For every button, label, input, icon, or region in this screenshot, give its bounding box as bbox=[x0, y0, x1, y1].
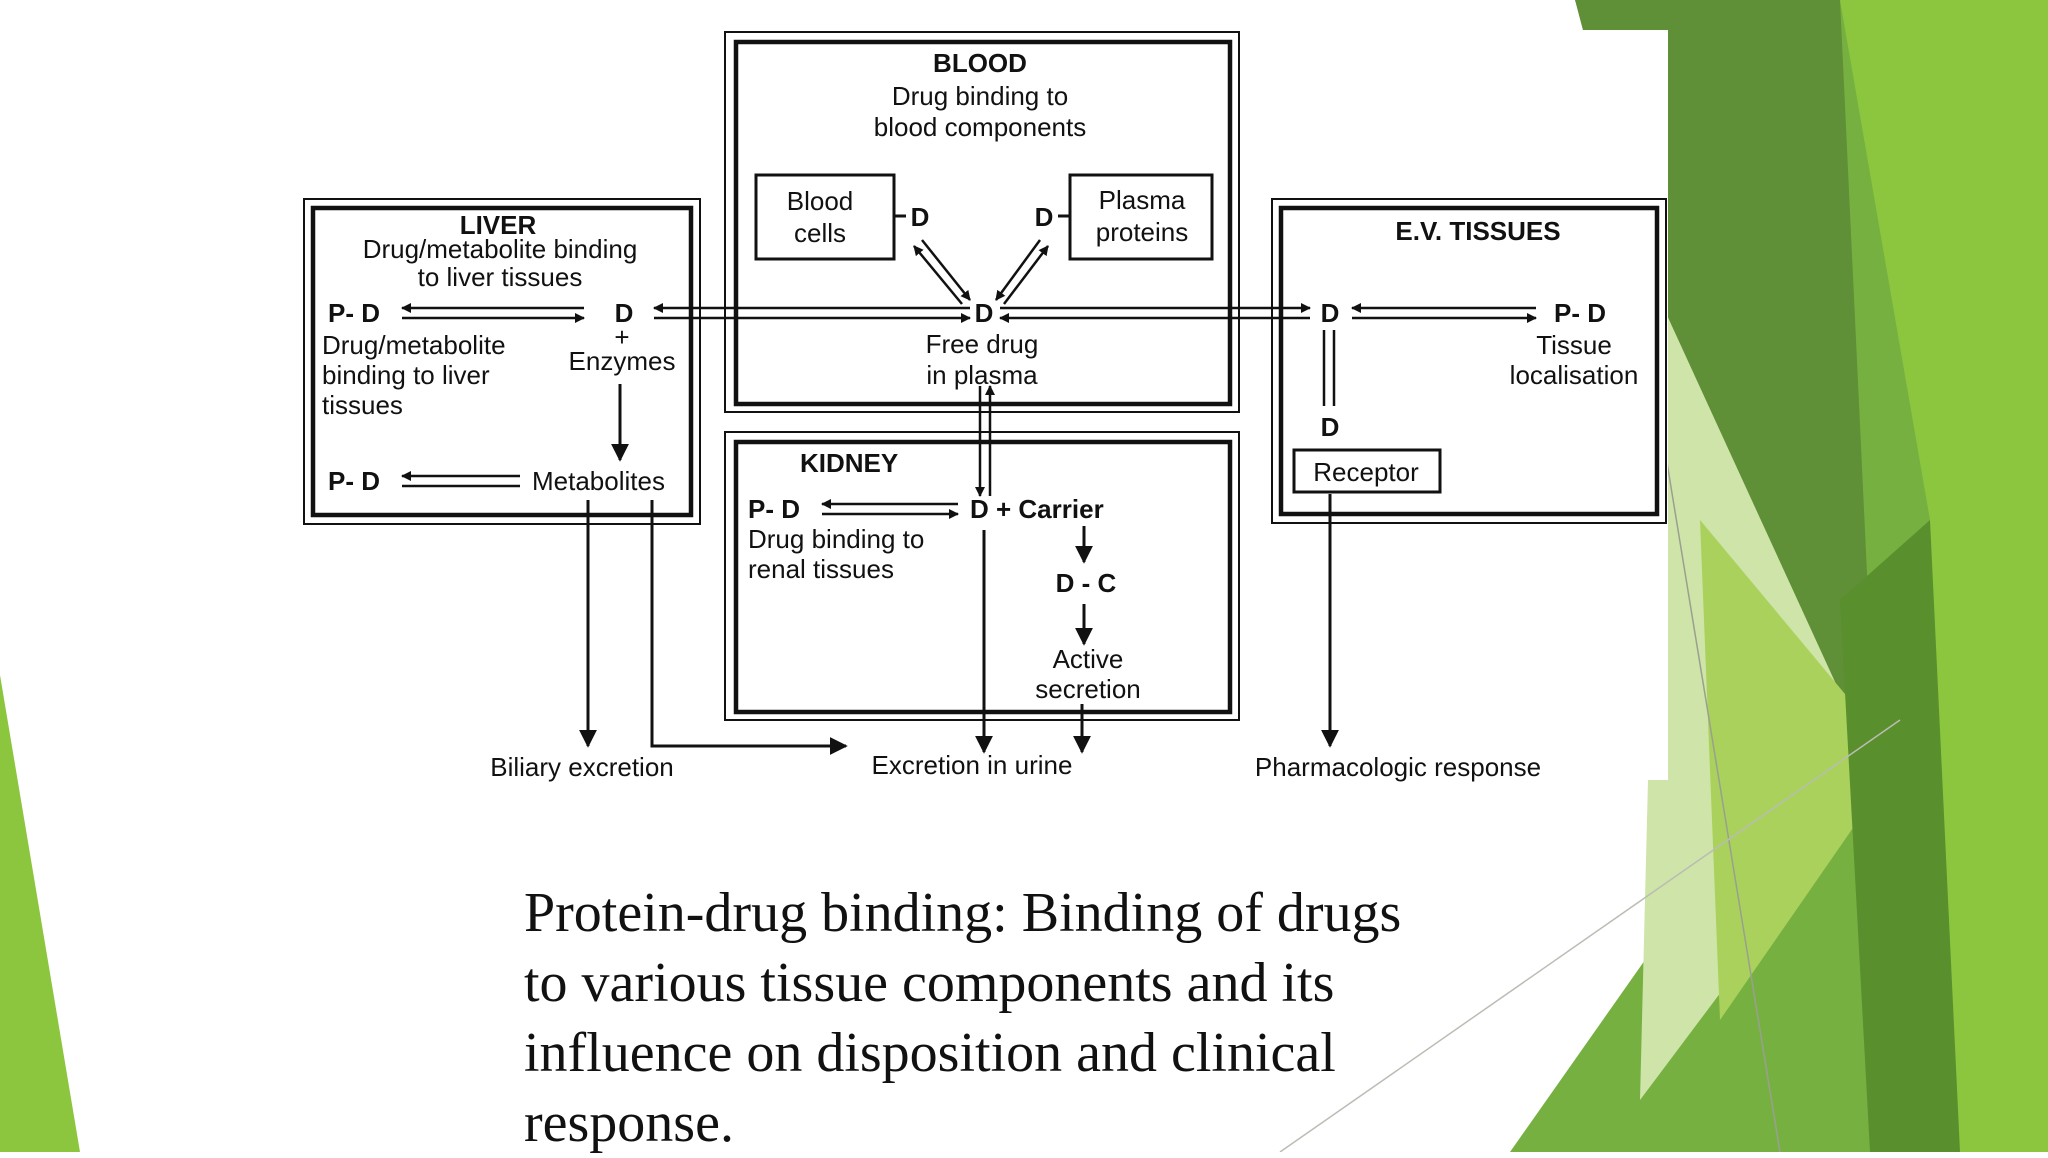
ev-d: D bbox=[1321, 298, 1340, 328]
plasma-proteins-line-2: proteins bbox=[1096, 217, 1189, 247]
connector-arrows bbox=[579, 303, 1339, 755]
kidney-title: KIDNEY bbox=[800, 448, 898, 478]
blood-compartment: BLOOD Drug binding to blood components B… bbox=[724, 31, 1240, 413]
liver-enzymes: Enzymes bbox=[569, 346, 676, 376]
slide-caption: Protein-drug binding: Binding of drugs t… bbox=[524, 878, 1524, 1158]
liver-pd-bottom: P- D bbox=[328, 466, 380, 496]
liver-pd-top: P- D bbox=[328, 298, 380, 328]
kidney-dc: D - C bbox=[1056, 568, 1117, 598]
deco-line-2 bbox=[1279, 719, 1901, 1152]
liver-metabolites: Metabolites bbox=[532, 466, 665, 496]
blood-cells-line-1: Blood bbox=[787, 186, 854, 216]
plasma-proteins-d: D bbox=[1035, 202, 1054, 232]
liver-binding-line-3: tissues bbox=[322, 390, 403, 420]
kidney-active-line-1: Active bbox=[1053, 644, 1124, 674]
ev-d-receptor: D bbox=[1321, 412, 1340, 442]
output-biliary-excretion: Biliary excretion bbox=[490, 752, 674, 782]
ev-tissues-compartment: E.V. TISSUES D P- D Tissue localisation … bbox=[1271, 198, 1667, 524]
plasma-proteins-line-1: Plasma bbox=[1099, 185, 1186, 215]
output-pharmacologic-response: Pharmacologic response bbox=[1255, 752, 1541, 782]
kidney-d-carrier: D + Carrier bbox=[970, 494, 1104, 524]
liver-plus: + bbox=[614, 322, 629, 352]
deco-line-1 bbox=[1659, 419, 1781, 1152]
blood-title: BLOOD bbox=[933, 48, 1027, 78]
blood-subtitle-line-2: blood components bbox=[874, 112, 1086, 142]
liver-subtitle-line-1: Drug/metabolite binding bbox=[363, 234, 638, 264]
liver-d: D bbox=[615, 298, 634, 328]
plasma-proteins-to-free-arrow bbox=[994, 239, 1042, 301]
caption-line-1: Protein-drug binding: Binding of drugs bbox=[524, 882, 1402, 944]
ev-pd: P- D bbox=[1554, 298, 1606, 328]
kidney-binding-line-1: Drug binding to bbox=[748, 524, 924, 554]
kidney-binding-line-2: renal tissues bbox=[748, 554, 894, 584]
deco-right-dark-band bbox=[1840, 520, 1960, 1152]
blood-subtitle-line-1: Drug binding to bbox=[892, 81, 1068, 111]
liver-subtitle-line-2: to liver tissues bbox=[418, 262, 583, 292]
kidney-pd: P- D bbox=[748, 494, 800, 524]
kidney-compartment: KIDNEY P- D D + Carrier Drug binding to … bbox=[724, 431, 1240, 721]
receptor-label: Receptor bbox=[1313, 457, 1419, 487]
deco-right-bright bbox=[1840, 0, 2048, 1152]
receptor-box bbox=[1292, 448, 1442, 494]
liver-compartment: LIVER Drug/metabolite binding to liver t… bbox=[303, 198, 701, 525]
blood-cells-to-free-arrow bbox=[921, 239, 971, 301]
metabolites-to-urine-arrow bbox=[650, 500, 848, 755]
caption-line-2: to various tissue components and its bbox=[524, 952, 1335, 1014]
caption-line-4: response. bbox=[524, 1092, 734, 1154]
liver-title: LIVER bbox=[460, 210, 537, 240]
deco-right-light bbox=[1700, 520, 1900, 1020]
kidney-active-line-2: secretion bbox=[1035, 674, 1141, 704]
free-drug-line-2: in plasma bbox=[926, 360, 1038, 390]
ev-tissue-line-2: localisation bbox=[1510, 360, 1639, 390]
blood-cells-line-2: cells bbox=[794, 218, 846, 248]
free-d: D bbox=[975, 298, 994, 328]
liver-binding-line-2: binding to liver bbox=[322, 360, 490, 390]
blood-cells-d: D bbox=[911, 202, 930, 232]
ev-tissue-line-1: Tissue bbox=[1536, 330, 1612, 360]
caption-line-3: influence on disposition and clinical bbox=[524, 1022, 1336, 1084]
output-excretion-in-urine: Excretion in urine bbox=[872, 750, 1073, 780]
deco-left-wedge bbox=[0, 675, 80, 1152]
free-to-blood-cells-arrow bbox=[913, 245, 963, 305]
free-drug-line-1: Free drug bbox=[926, 329, 1039, 359]
liver-binding-line-1: Drug/metabolite bbox=[322, 330, 506, 360]
ev-tissues-title: E.V. TISSUES bbox=[1395, 216, 1560, 246]
free-to-plasma-proteins-arrow bbox=[1003, 245, 1049, 305]
